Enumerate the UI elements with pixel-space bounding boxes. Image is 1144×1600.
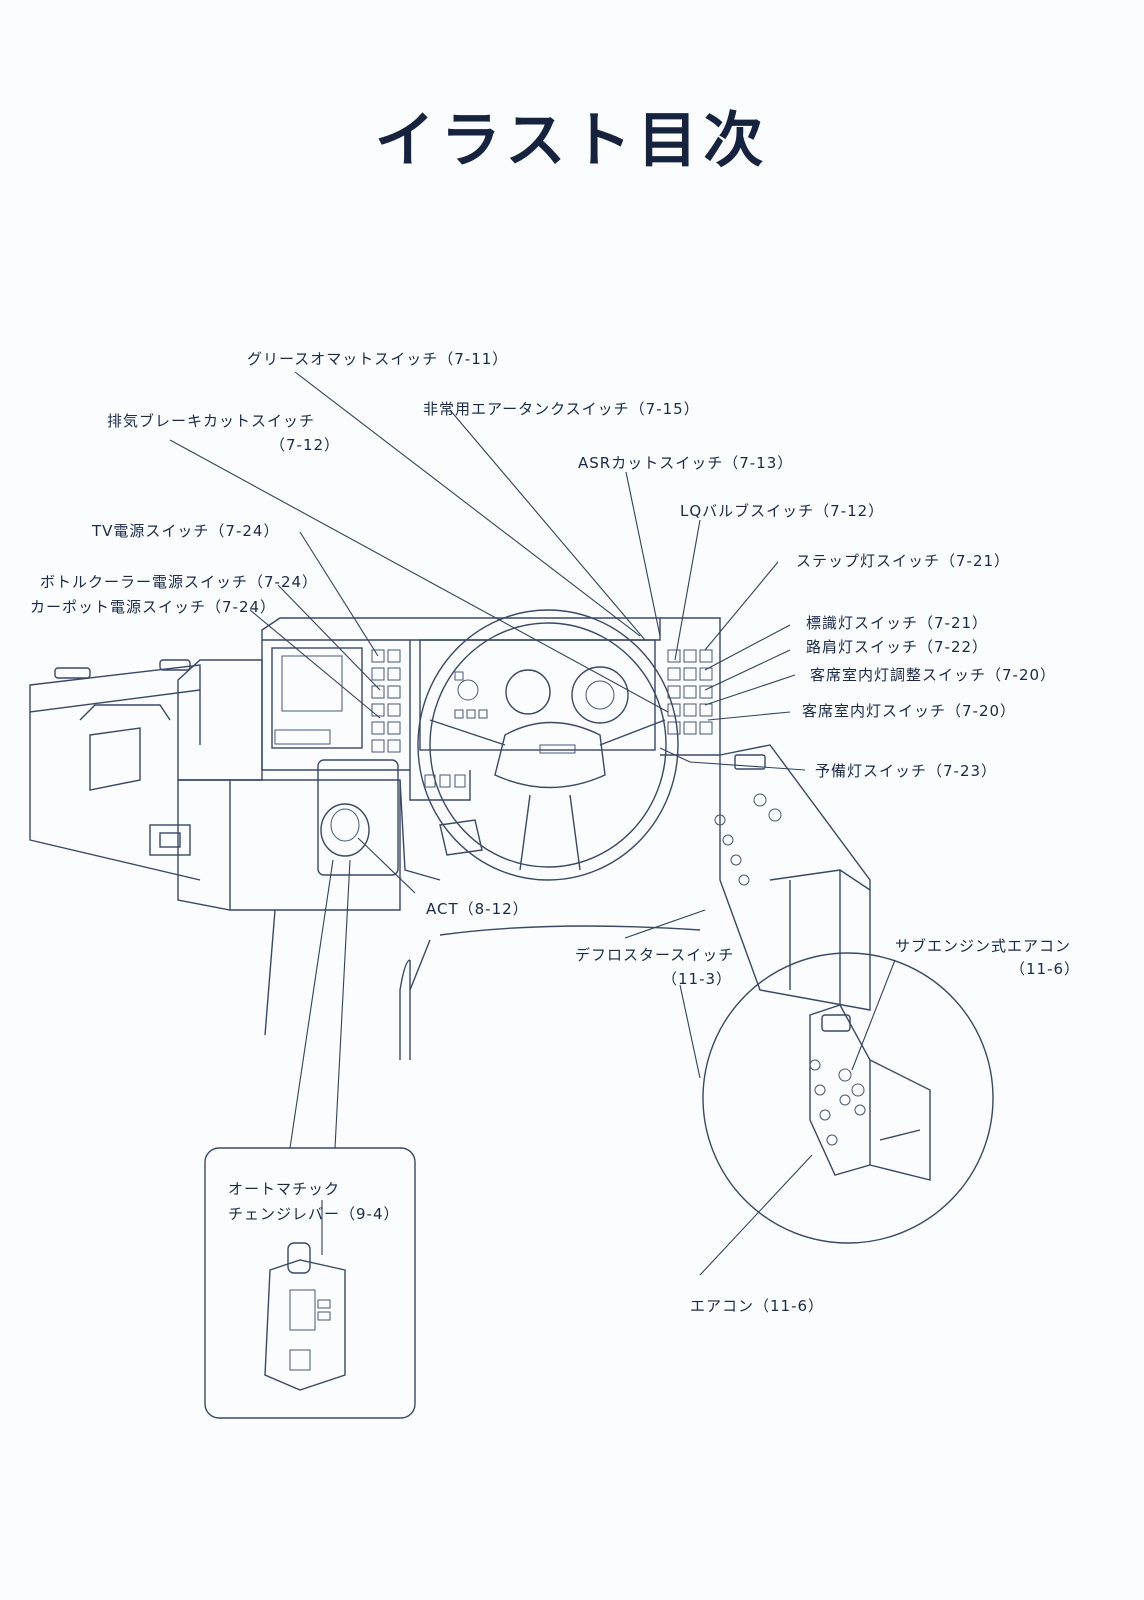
- label-emergency-air-tank-switch: 非常用エアータンクスイッチ（7-15）: [423, 400, 700, 418]
- label-tv-power-switch: TV電源スイッチ（7-24）: [92, 522, 280, 540]
- label-change-lever: チェンジレバー（9-4）: [228, 1205, 400, 1223]
- label-aircon: エアコン（11-6）: [690, 1297, 825, 1315]
- label-cabin-light-switch: 客席室内灯スイッチ（7-20）: [802, 702, 1017, 720]
- label-spare-light-switch: 予備灯スイッチ（7-23）: [815, 762, 998, 780]
- label-marker-light-switch: 標識灯スイッチ（7-21）: [806, 614, 989, 632]
- label-car-pot-power-switch: カーポット電源スイッチ（7-24）: [30, 598, 277, 616]
- label-step-light-switch: ステップ灯スイッチ（7-21）: [796, 552, 1011, 570]
- label-bottle-cooler-power-switch: ボトルクーラー電源スイッチ（7-24）: [40, 573, 319, 591]
- dashboard-outline: [29, 609, 871, 1060]
- aircon-detail-inset: [702, 952, 994, 1244]
- label-grease-oomat-switch: グリースオマットスイッチ（7-11）: [247, 350, 509, 368]
- label-exhaust-brake-cut-switch: 排気ブレーキカットスイッチ: [107, 412, 316, 430]
- label-cabin-light-dimmer-switch: 客席室内灯調整スイッチ（7-20）: [810, 666, 1057, 684]
- label-asr-cut-switch: ASRカットスイッチ（7-13）: [578, 454, 794, 472]
- label-exhaust-brake-page: （7-12）: [270, 436, 341, 454]
- label-sub-engine-aircon-page: （11-6）: [1010, 960, 1081, 978]
- page-title: イラスト目次: [374, 106, 770, 176]
- label-shoulder-light-switch: 路肩灯スイッチ（7-22）: [806, 638, 989, 656]
- label-automatic: オートマチック: [228, 1180, 341, 1198]
- label-act: ACT（8-12）: [426, 900, 529, 918]
- label-sub-engine-aircon: サブエンジン式エアコン: [895, 937, 1072, 955]
- leader-lines: [169, 371, 896, 1276]
- auto-lever-box: [204, 1147, 416, 1419]
- label-lq-valve-switch: LQバルブスイッチ（7-12）: [680, 502, 885, 520]
- label-defroster-switch: デフロスタースイッチ: [575, 946, 735, 964]
- label-defroster-page: （11-3）: [662, 970, 733, 988]
